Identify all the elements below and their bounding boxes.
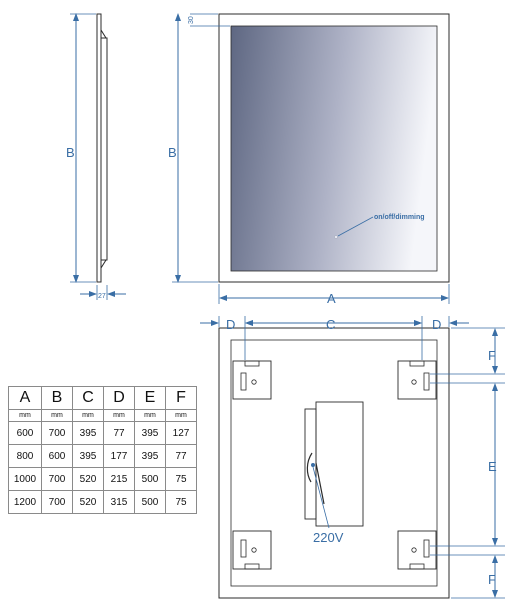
table-cell: 315 [103,490,135,514]
front-width-label: A [327,291,336,306]
vertical-spacing-label: E [488,459,497,474]
back-frame [218,327,450,599]
table-cell: 800 [8,444,42,468]
table-unit-cell: mm [165,409,197,422]
table-cell: 77 [165,444,197,468]
side-profile-front [100,37,108,261]
table-unit-cell: mm [134,409,166,422]
mirror-glass [230,25,438,272]
table-cell: 600 [8,421,42,445]
bracket-bottom-right [397,530,437,570]
table-cell: 520 [72,467,104,491]
table-unit-cell: mm [72,409,104,422]
side-height-label: B [66,145,75,160]
table-cell: 700 [41,467,73,491]
table-cell: 520 [72,490,104,514]
table-cell: 1000 [8,467,42,491]
bracket-top-right [397,360,437,400]
table-cell: 395 [72,444,104,468]
front-view: on/off/dimming 30 B A [168,13,450,306]
table-cell: 500 [134,490,166,514]
bracket-spacing-label: C [326,317,335,332]
table-cell: 395 [134,444,166,468]
table-cell: 500 [134,467,166,491]
table-cell: 75 [165,467,197,491]
table-header-cell: C [72,386,104,410]
right-margin-label: D [432,317,441,332]
bracket-top-left [232,360,272,400]
left-margin-label: D [226,317,235,332]
table-cell: 600 [41,444,73,468]
table-header-cell: E [134,386,166,410]
table-cell: 177 [103,444,135,468]
bottom-margin-label: F [488,572,496,587]
power-label: 220V [313,530,344,545]
table-header-cell: B [41,386,73,410]
switch-sensor-icon [334,235,338,239]
side-view: B 27 [66,13,126,300]
back-panel [230,339,438,587]
side-depth-label: 27 [98,293,106,300]
table-cell: 395 [134,421,166,445]
table-cell: 1200 [8,490,42,514]
table-cell: 215 [103,467,135,491]
top-margin-label: F [488,348,496,363]
front-height-label: B [168,145,177,160]
table-cell: 700 [41,490,73,514]
bracket-bottom-left [232,530,272,570]
table-cell: 75 [165,490,197,514]
table-header-cell: F [165,386,197,410]
table-cell: 77 [103,421,135,445]
table-cell: 700 [41,421,73,445]
table-header-cell: A [8,386,42,410]
table-unit-cell: mm [103,409,135,422]
side-profile-back [96,13,102,283]
table-cell: 395 [72,421,104,445]
switch-label: on/off/dimming [374,214,425,221]
table-unit-cell: mm [41,409,73,422]
table-unit-cell: mm [8,409,42,422]
driver-box [304,401,364,527]
table-header-cell: D [103,386,135,410]
back-view: 220V D C D F E F [200,316,505,599]
top-offset-label: 30 [188,16,195,24]
table-cell: 127 [165,421,197,445]
